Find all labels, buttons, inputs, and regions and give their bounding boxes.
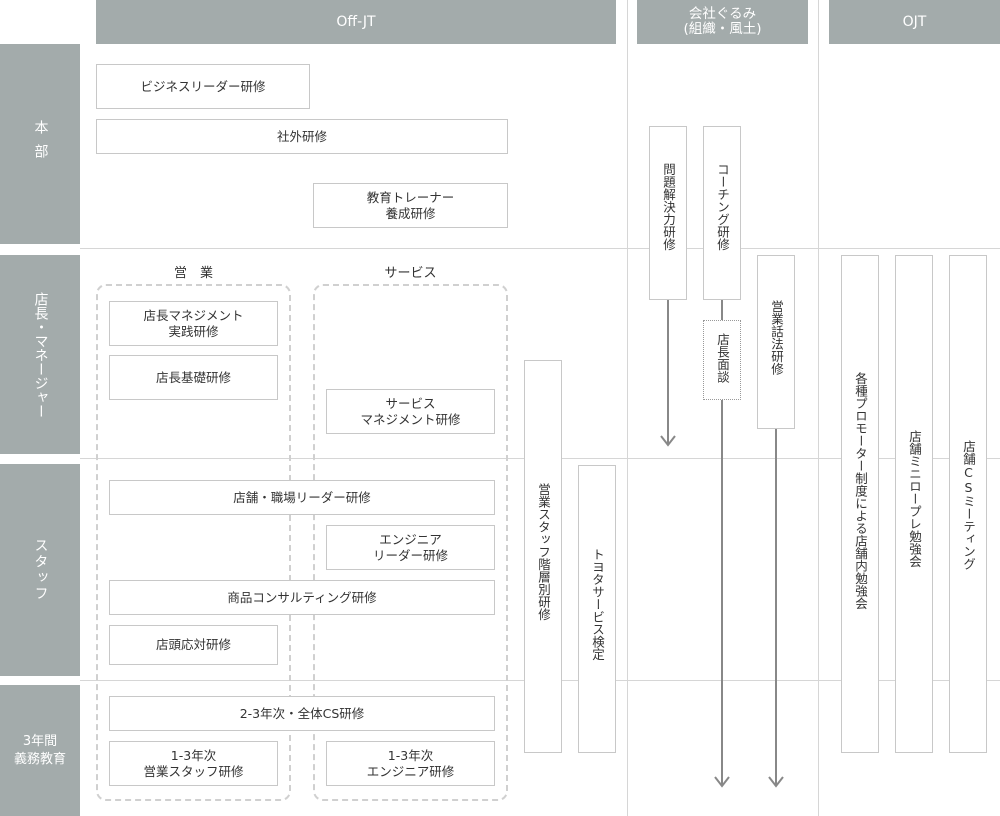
- box-shohin: 商品コンサルティング研修: [109, 580, 495, 615]
- vbox-cs-meeting: 店舗CSミーティング: [949, 255, 987, 753]
- box-tencho-mgmt: 店長マネジメント 実践研修: [109, 301, 278, 346]
- group-eigyo: [96, 284, 291, 801]
- group-service: [313, 284, 508, 801]
- row-label-staff: スタッフ: [0, 464, 80, 676]
- box-engineer-leader: エンジニア リーダー研修: [326, 525, 495, 570]
- box-shagai: 社外研修: [96, 119, 508, 154]
- row-label-honbu-text: 本部: [32, 120, 49, 168]
- row-label-tencho-text: 店長・マネージャー: [32, 291, 49, 418]
- vbox-miniro-text: 店舗ミニロープレ勉強会: [907, 430, 922, 568]
- subheader-service: サービス: [384, 266, 437, 281]
- vbox-promoter: 各種プロモーター制度による店舗内勉強会: [841, 255, 879, 753]
- vbox-mondai: 問題解決力研修: [649, 126, 687, 300]
- header-off-jt: Off-JT: [96, 0, 616, 44]
- box-tento: 店頭応対研修: [109, 625, 278, 665]
- vbox-wahou-text: 営業話法研修: [769, 300, 784, 375]
- box-business-leader: ビジネスリーダー研修: [96, 64, 310, 109]
- row-label-honbu: 本部: [0, 44, 80, 244]
- vbox-mendan: 店長面談: [703, 320, 741, 400]
- box-trainer: 教育トレーナー 養成研修: [313, 183, 508, 228]
- box-engineer-1-3: 1-3年次 エンジニア研修: [326, 741, 495, 786]
- vbox-eigyo-kaiso: 営業スタッフ階層別研修: [524, 360, 562, 753]
- subheader-eigyo: 営 業: [173, 266, 213, 281]
- header-company: 会社ぐるみ (組織・風土): [637, 0, 808, 44]
- row-divider-1: [80, 248, 1000, 249]
- vbox-coaching: コーチング研修: [703, 126, 741, 300]
- arrow-mondai: [660, 300, 676, 447]
- row-label-staff-text: スタッフ: [32, 538, 49, 602]
- header-ojt: OJT: [829, 0, 1000, 44]
- box-tenpo-leader: 店舗・職場リーダー研修: [109, 480, 495, 515]
- vbox-cs-meeting-text: 店舗CSミーティング: [961, 440, 976, 570]
- vbox-mondai-text: 問題解決力研修: [661, 163, 676, 251]
- row-label-sannen: 3年間 義務教育: [0, 685, 80, 816]
- box-tencho-kiso: 店長基礎研修: [109, 355, 278, 400]
- box-cs-2-3: 2-3年次・全体CS研修: [109, 696, 495, 731]
- vbox-toyota-kentei-text: トヨタサービス検定: [590, 548, 605, 661]
- vbox-promoter-text: 各種プロモーター制度による店舗内勉強会: [853, 372, 868, 610]
- arrow-coaching: [714, 300, 730, 788]
- vbox-miniro: 店舗ミニロープレ勉強会: [895, 255, 933, 753]
- vbox-eigyo-kaiso-text: 営業スタッフ階層別研修: [536, 483, 551, 621]
- column-divider-2: [818, 0, 819, 816]
- vbox-toyota-kentei: トヨタサービス検定: [578, 465, 616, 753]
- vbox-wahou: 営業話法研修: [757, 255, 795, 429]
- box-service-mgmt: サービス マネジメント研修: [326, 389, 495, 434]
- arrow-wahou: [768, 429, 784, 788]
- vbox-coaching-text: コーチング研修: [715, 163, 730, 251]
- column-divider-1: [627, 0, 628, 816]
- vbox-mendan-text: 店長面談: [715, 333, 730, 383]
- row-label-sannen-text: 3年間 義務教育: [13, 733, 66, 767]
- row-label-tencho: 店長・マネージャー: [0, 255, 80, 454]
- box-eigyo-1-3: 1-3年次 営業スタッフ研修: [109, 741, 278, 786]
